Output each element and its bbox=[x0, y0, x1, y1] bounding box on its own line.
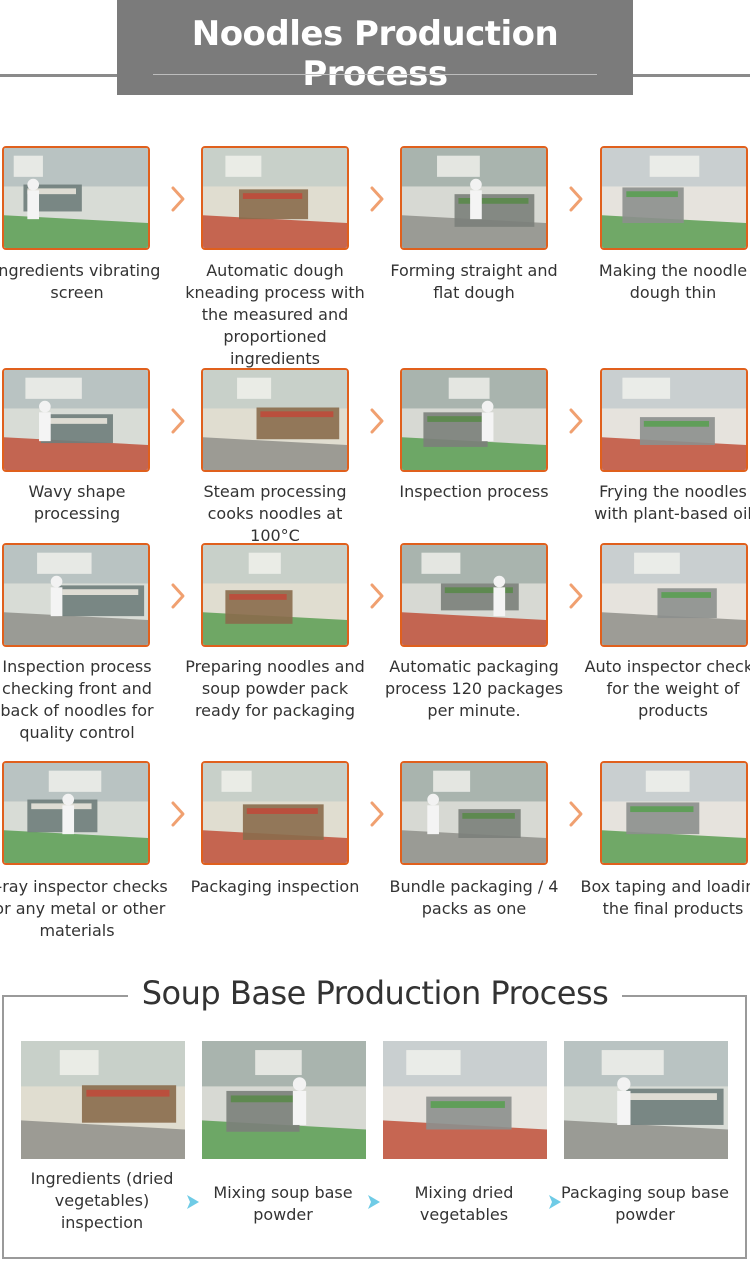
step-photo bbox=[600, 368, 748, 472]
step-photo bbox=[600, 543, 748, 647]
step-caption: Inspection process checking front and ba… bbox=[0, 657, 154, 742]
step-caption: Ingredients vibrating screen bbox=[0, 261, 161, 302]
step-caption: Auto inspector checks for the weight of … bbox=[584, 657, 750, 720]
page-title: Noodles Production Process bbox=[191, 14, 559, 94]
chevron-right-icon bbox=[168, 406, 188, 436]
chevron-right-icon bbox=[367, 799, 387, 829]
chevron-right-icon bbox=[566, 406, 586, 436]
step-photo bbox=[400, 146, 548, 250]
step-photo bbox=[600, 761, 748, 865]
chevron-right-icon bbox=[367, 581, 387, 611]
soup-step-photo bbox=[202, 1041, 366, 1159]
step-caption: Forming straight and flat dough bbox=[390, 261, 558, 302]
header-banner: Noodles Production Process bbox=[117, 0, 633, 95]
chevron-right-icon bbox=[168, 184, 188, 214]
soup-step-caption: Ingredients (dried vegetables) inspectio… bbox=[30, 1169, 174, 1232]
step-photo bbox=[2, 761, 150, 865]
step-caption: Packaging inspection bbox=[190, 877, 360, 896]
soup-step-photo bbox=[21, 1041, 185, 1159]
arrow-right-icon bbox=[185, 1193, 201, 1211]
step-caption: Wavy shape processing bbox=[28, 482, 126, 523]
chevron-right-icon bbox=[566, 581, 586, 611]
arrow-right-icon bbox=[366, 1193, 382, 1211]
step-photo bbox=[201, 146, 349, 250]
step-photo bbox=[201, 543, 349, 647]
step-caption: Box taping and loading the final product… bbox=[580, 877, 750, 918]
step-caption: Preparing noodles and soup powder pack r… bbox=[185, 657, 365, 720]
arrow-right-icon bbox=[547, 1193, 563, 1211]
soup-step-caption: Mixing dried vegetables bbox=[414, 1183, 514, 1224]
chevron-right-icon bbox=[367, 406, 387, 436]
step-caption: Automatic dough kneading process with th… bbox=[185, 261, 365, 368]
step-caption: Frying the noodles with plant-based oil bbox=[594, 482, 750, 523]
step-photo bbox=[400, 761, 548, 865]
soup-step-photo bbox=[383, 1041, 547, 1159]
chevron-right-icon bbox=[168, 799, 188, 829]
chevron-right-icon bbox=[566, 184, 586, 214]
soup-step-caption: Packaging soup base powder bbox=[561, 1183, 729, 1224]
step-caption: Bundle packaging / 4 packs as one bbox=[389, 877, 559, 918]
step-caption: Inspection process bbox=[399, 482, 549, 501]
step-caption: Steam processing cooks noodles at 100°C bbox=[203, 482, 347, 545]
step-photo bbox=[400, 543, 548, 647]
step-caption: X-ray inspector checks for any metal or … bbox=[0, 877, 168, 940]
soup-step-caption: Mixing soup base powder bbox=[213, 1183, 353, 1224]
step-photo bbox=[2, 146, 150, 250]
chevron-right-icon bbox=[566, 799, 586, 829]
step-caption: Making the noodle dough thin bbox=[598, 261, 748, 302]
banner-divider bbox=[153, 74, 597, 75]
step-photo bbox=[201, 368, 349, 472]
header-line-right bbox=[633, 74, 750, 77]
step-photo bbox=[400, 368, 548, 472]
soup-step-photo bbox=[564, 1041, 728, 1159]
soup-section-title: Soup Base Production Process bbox=[128, 974, 622, 1012]
chevron-right-icon bbox=[168, 581, 188, 611]
step-photo bbox=[2, 368, 150, 472]
chevron-right-icon bbox=[367, 184, 387, 214]
step-photo bbox=[2, 543, 150, 647]
header-line-left bbox=[0, 74, 117, 77]
step-photo bbox=[600, 146, 748, 250]
step-photo bbox=[201, 761, 349, 865]
step-caption: Automatic packaging process 120 packages… bbox=[384, 657, 564, 720]
